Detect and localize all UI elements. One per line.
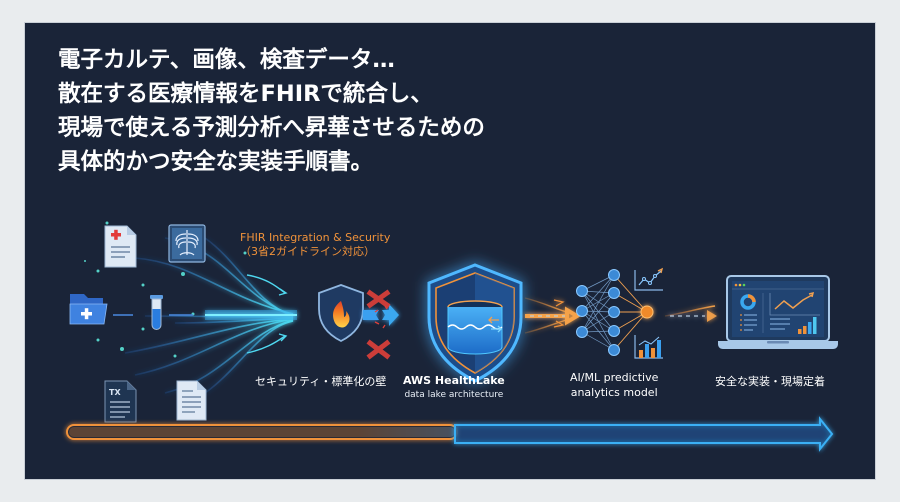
- headline-line-1: 電子カルテ、画像、検査データ…: [58, 47, 395, 73]
- test-tube-icon: [150, 295, 193, 330]
- converged-beam: [205, 310, 297, 320]
- blocked-x-icon: [366, 289, 391, 360]
- firewall-shield-icon: [318, 284, 364, 343]
- bar-chart-icon: [634, 335, 663, 359]
- healthlake-label: AWS HealthLake data lake architecture: [403, 374, 505, 402]
- data-lake-shield-icon: [427, 263, 523, 383]
- svg-text:TX: TX: [109, 388, 121, 397]
- security-subtitle-text: （3省2ガイドライン対応）: [240, 245, 375, 258]
- security-title: FHIR Integration & Security （3省2ガイドライン対応…: [240, 231, 390, 259]
- headline: 電子カルテ、画像、検査データ… 散在する医療情報をFHIRで統合し、 現場で使え…: [58, 43, 485, 179]
- deploy-flow: [664, 305, 717, 322]
- ml-label-line-2: analytics model: [570, 386, 658, 399]
- orange-flow: [524, 297, 581, 334]
- stream-arrows: [246, 274, 288, 354]
- dashboard-laptop-icon: [718, 275, 838, 349]
- data-streams: [124, 237, 294, 394]
- ml-label: AI/ML predictive analytics model: [570, 370, 658, 400]
- line-chart-icon: [634, 267, 664, 291]
- document-icon: [176, 380, 207, 421]
- healthlake-title: AWS HealthLake: [403, 374, 505, 387]
- medical-folder-icon: [69, 294, 133, 325]
- debris: [374, 305, 388, 329]
- infographic-panel: 電子カルテ、画像、検査データ… 散在する医療情報をFHIRで統合し、 現場で使え…: [25, 23, 875, 479]
- ml-label-line-1: AI/ML predictive: [570, 371, 659, 384]
- xray-icon: [168, 224, 206, 263]
- headline-line-4: 具体的かつ安全な実装手順書。: [58, 149, 374, 175]
- neural-network-icon: [576, 269, 654, 356]
- headline-line-2: 散在する医療情報をFHIRで統合し、: [58, 81, 433, 107]
- security-arrow: [363, 304, 399, 326]
- tx-document-icon: TX: [104, 380, 137, 423]
- progress-bar: [66, 416, 834, 452]
- deploy-label: 安全な実装・現場定着: [715, 375, 825, 388]
- security-wall-label: セキュリティ・標準化の壁: [255, 375, 387, 388]
- headline-line-3: 現場で使える予測分析へ昇華させるための: [58, 115, 485, 141]
- security-title-text: FHIR Integration & Security: [240, 231, 391, 244]
- pipeline-diagram: TX: [66, 221, 838, 452]
- healthlake-subtitle: data lake architecture: [404, 390, 504, 400]
- medical-document-icon: [104, 225, 137, 268]
